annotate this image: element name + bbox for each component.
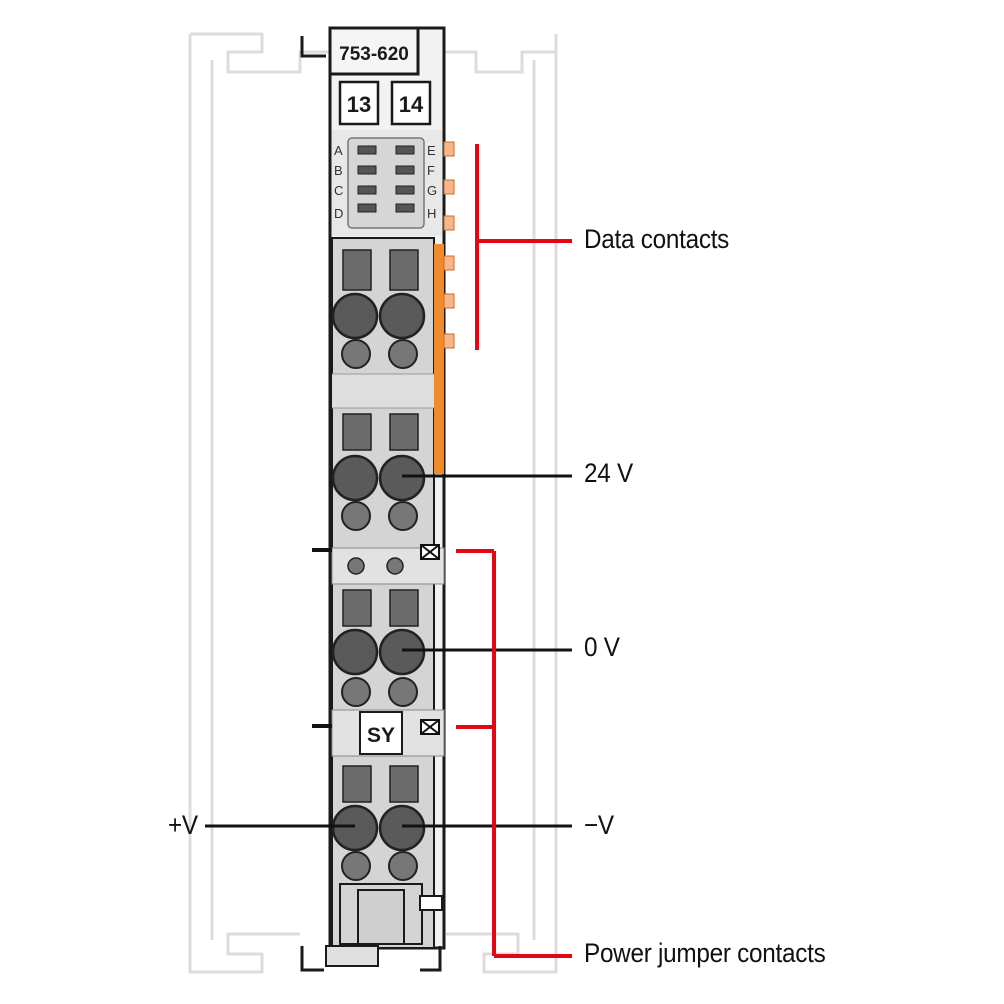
label-minus-v: −V [584,810,614,840]
led-letter-d: D [334,206,343,221]
power-jumper-callout [456,549,572,958]
data-contact-tabs [443,141,455,349]
bottom-latch [300,883,443,972]
channel-label-14: 14 [399,92,424,117]
led-indicators [357,145,415,213]
power-jumper-contact-2 [420,719,440,735]
sy-label: SY [367,724,395,747]
led-letter-g: G [427,183,437,198]
channel-label-box-14 [390,80,432,126]
led-letter-h: H [427,206,436,221]
label-power-jumper-contacts: Power jumper contacts [584,938,826,968]
part-number-text: 753-620 [339,44,409,65]
led-letter-b: B [334,163,343,178]
led-letter-f: F [427,163,435,178]
terminal-block-3 [331,589,426,707]
data-contacts-callout [475,144,572,350]
divider-band-1 [332,374,434,408]
label-data-contacts: Data contacts [584,224,730,254]
led-letter-e: E [427,143,436,158]
leader-lines [205,474,572,828]
power-jumper-contact-1 [420,544,440,560]
led-letter-c: C [334,183,343,198]
label-0v: 0 V [584,632,620,662]
label-24v: 24 V [584,458,633,488]
channel-label-box-13 [338,80,380,126]
terminal-block-4 [331,765,426,881]
label-plus-v: +V [168,810,198,840]
channel-label-13: 13 [347,92,371,117]
led-letters: A B C D E F G H [334,143,437,221]
part-number-plate [328,26,420,76]
data-contact-strip [434,244,444,474]
rail-outline [188,32,558,974]
terminal-block-2 [331,413,426,531]
sy-label-box [359,711,403,755]
led-letter-a: A [334,143,343,158]
terminal-block-1 [331,249,426,369]
